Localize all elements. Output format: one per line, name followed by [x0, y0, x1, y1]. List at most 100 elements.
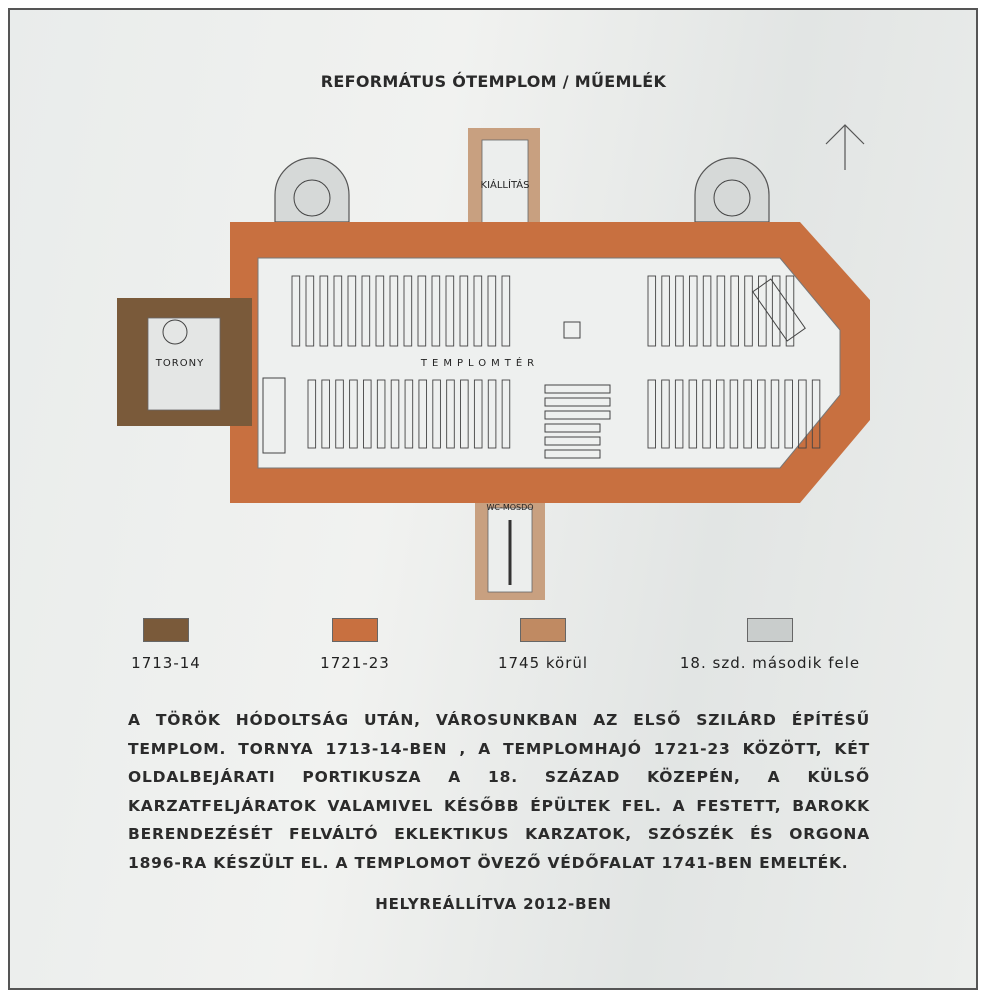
pew: [702, 379, 711, 449]
pew: [689, 275, 698, 347]
legend-swatch: [332, 618, 378, 642]
description-line: A TÖRÖK HÓDOLTSÁG UTÁN, VÁROSUNKBAN AZ E…: [128, 711, 870, 729]
restoration-note: HELYREÁLLÍTVA 2012-BEN: [375, 895, 612, 913]
north-arrow-icon: [825, 124, 865, 170]
pew: [757, 379, 766, 449]
pew: [501, 379, 511, 449]
pew: [321, 379, 330, 449]
pew: [730, 275, 739, 347]
pew: [361, 275, 371, 347]
pew: [771, 275, 781, 347]
pew: [758, 275, 767, 347]
pew: [432, 379, 441, 449]
choir-step: [544, 397, 611, 407]
pew: [305, 275, 315, 347]
pew: [716, 275, 726, 347]
description-line: KARZATFELJÁRATOK VALAMIVEL KÉSŐBB ÉPÜLTE…: [128, 796, 870, 815]
pew: [349, 379, 358, 449]
pew: [487, 379, 497, 449]
wc-label: WC-MOSDÓ: [486, 501, 533, 512]
description-line: 1896-RA KÉSZÜLT EL. A TEMPLOMOT ÖVEZŐ VÉ…: [128, 853, 849, 872]
pew: [335, 379, 344, 449]
pew: [716, 379, 725, 449]
pew: [319, 275, 329, 347]
exhibition-label: KIÁLLÍTÁS: [481, 178, 530, 191]
north-west-stair-tower: [274, 157, 350, 223]
pew: [798, 379, 807, 449]
description-text: A TÖRÖK HÓDOLTSÁG UTÁN, VÁROSUNKBAN AZ E…: [128, 706, 870, 877]
choir-step: [544, 449, 601, 459]
north-east-stair-tower: [694, 157, 770, 223]
choir-step: [544, 410, 611, 420]
pew: [347, 275, 357, 347]
pew: [375, 275, 385, 347]
pew: [473, 379, 483, 449]
choir-step: [544, 384, 611, 394]
tower-interior: [147, 317, 221, 411]
pew: [363, 379, 372, 449]
tower-spiral-stair-icon: [162, 319, 188, 345]
pew: [487, 275, 497, 347]
pew: [307, 379, 317, 449]
legend-swatch: [747, 618, 793, 642]
pew: [647, 379, 656, 449]
tower-label: TORONY: [155, 358, 204, 369]
pew: [811, 379, 821, 449]
description-line: BERENDEZÉSÉT FELVÁLTÓ EKLEKTIKUS KARZATO…: [128, 825, 870, 843]
pew: [688, 379, 698, 449]
nave-interior: [257, 257, 841, 469]
sign-title: REFORMÁTUS ÓTEMPLOM / MŰEMLÉK: [320, 72, 667, 91]
pew: [661, 275, 670, 347]
legend-swatch: [520, 618, 566, 642]
choir-step: [544, 436, 601, 446]
exhibition-room: [481, 139, 529, 225]
legend-item: 1721-23: [309, 618, 401, 672]
pulpit: [563, 321, 581, 339]
pew: [674, 379, 684, 449]
floor-plan: KIÁLLÍTÁS WC-MOSDÓ TORONY TEMPLOMTÉR: [117, 124, 870, 600]
pew: [702, 275, 712, 347]
pew: [333, 275, 343, 347]
description-line: OLDALBEJÁRATI PORTIKUSZA A 18. SZÁZAD KÖ…: [128, 768, 870, 786]
legend-item: 18. szd. második fele: [670, 618, 870, 672]
nave-label: TEMPLOMTÉR: [420, 356, 539, 369]
pew: [404, 379, 414, 449]
pew: [460, 379, 469, 449]
pew: [729, 379, 739, 449]
pew: [459, 275, 469, 347]
pew: [418, 379, 428, 449]
pew: [417, 275, 427, 347]
legend-label: 18. szd. második fele: [679, 654, 861, 672]
pew: [403, 275, 413, 347]
pew: [473, 275, 483, 347]
choir-steps: [544, 384, 611, 459]
pew: [446, 379, 455, 449]
spiral-stair-icon: [713, 179, 751, 217]
choir-step: [544, 423, 601, 433]
pew: [784, 379, 793, 449]
pew: [431, 275, 441, 347]
pew: [445, 275, 455, 347]
spiral-stair-icon: [293, 179, 331, 217]
pew: [770, 379, 780, 449]
east-gallery-stair: [752, 278, 806, 342]
pew: [501, 275, 511, 347]
description-line: TEMPLOM. TORNYA 1713-14-BEN , A TEMPLOMH…: [128, 739, 870, 758]
legend-item: 1713-14: [120, 618, 212, 672]
pew: [785, 275, 795, 347]
legend-label: 1721-23: [320, 654, 390, 672]
pew: [675, 275, 684, 347]
pew: [376, 379, 386, 449]
legend-label: 1745 körül: [497, 654, 589, 672]
pew: [390, 379, 400, 449]
pew: [743, 379, 752, 449]
legend-item: 1745 körül: [497, 618, 589, 672]
pew: [647, 275, 657, 347]
legend-swatch: [143, 618, 189, 642]
pew: [291, 275, 301, 347]
west-gallery-stair: [262, 377, 286, 454]
pew: [744, 275, 753, 347]
pew: [389, 275, 399, 347]
pews: [291, 275, 821, 449]
legend-label: 1713-14: [131, 654, 201, 672]
